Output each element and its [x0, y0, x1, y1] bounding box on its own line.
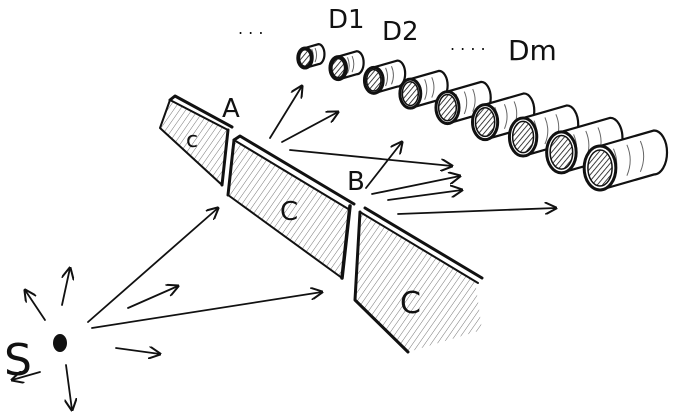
detector-row	[296, 43, 669, 192]
ellipsis-left: . . .	[238, 19, 263, 38]
ellipsis-right: . . . .	[450, 35, 486, 54]
detector-d2-label: D2	[382, 17, 419, 47]
source-dot	[53, 334, 67, 352]
source-label: S	[4, 335, 32, 386]
screen-middle-label: C	[280, 197, 298, 227]
slit-b-label: B	[347, 167, 365, 197]
detector	[296, 43, 326, 70]
detector-d1-label: D1	[328, 5, 365, 35]
source	[12, 208, 322, 410]
slit-a-label: A	[222, 94, 240, 124]
screen-right-label: C	[400, 286, 421, 321]
detector	[582, 129, 669, 192]
screen-segment-left	[159, 94, 234, 187]
detector	[328, 50, 365, 82]
screen-left-label: c	[186, 128, 198, 153]
screen-segment-right	[353, 206, 484, 354]
slit-rays	[269, 86, 556, 215]
screen-segment-middle	[226, 134, 356, 280]
detector-dm-label: Dm	[508, 34, 557, 67]
detector	[362, 59, 407, 95]
